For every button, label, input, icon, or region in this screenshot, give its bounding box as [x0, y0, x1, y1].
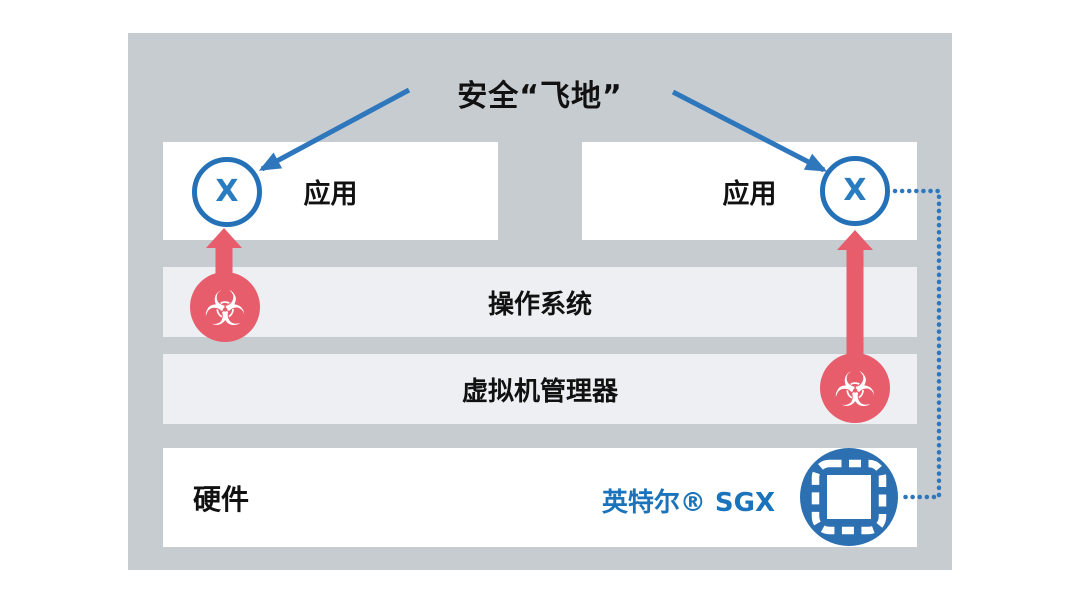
x-mark-left: X: [215, 174, 239, 209]
hardware-layer-label: 硬件: [193, 482, 250, 516]
enclave-circle-left: X: [192, 157, 262, 227]
cpu-chip-icon: [811, 459, 887, 535]
hypervisor-layer: 虚拟机管理器: [163, 354, 917, 424]
os-layer: 操作系统: [163, 267, 917, 337]
malware-biohazard-icon-left: ☣: [190, 272, 260, 342]
intel-sgx-label: 英特尔® SGX: [601, 488, 775, 518]
x-mark-right: X: [843, 173, 867, 208]
hardware-layer: 硬件: [163, 448, 917, 547]
os-layer-label: 操作系统: [487, 289, 592, 320]
app-label-left: 应用: [303, 178, 358, 210]
enclave-circle-right: X: [820, 156, 890, 226]
app-label-right: 应用: [722, 178, 777, 210]
hypervisor-layer-label: 虚拟机管理器: [461, 376, 618, 407]
malware-biohazard-icon-right: ☣: [820, 353, 890, 423]
biohazard-glyph: ☣: [833, 362, 877, 418]
biohazard-glyph: ☣: [203, 281, 247, 337]
intel-sgx-chip-badge: [800, 448, 898, 546]
diagram-title: 安全“飞地”: [457, 79, 623, 114]
